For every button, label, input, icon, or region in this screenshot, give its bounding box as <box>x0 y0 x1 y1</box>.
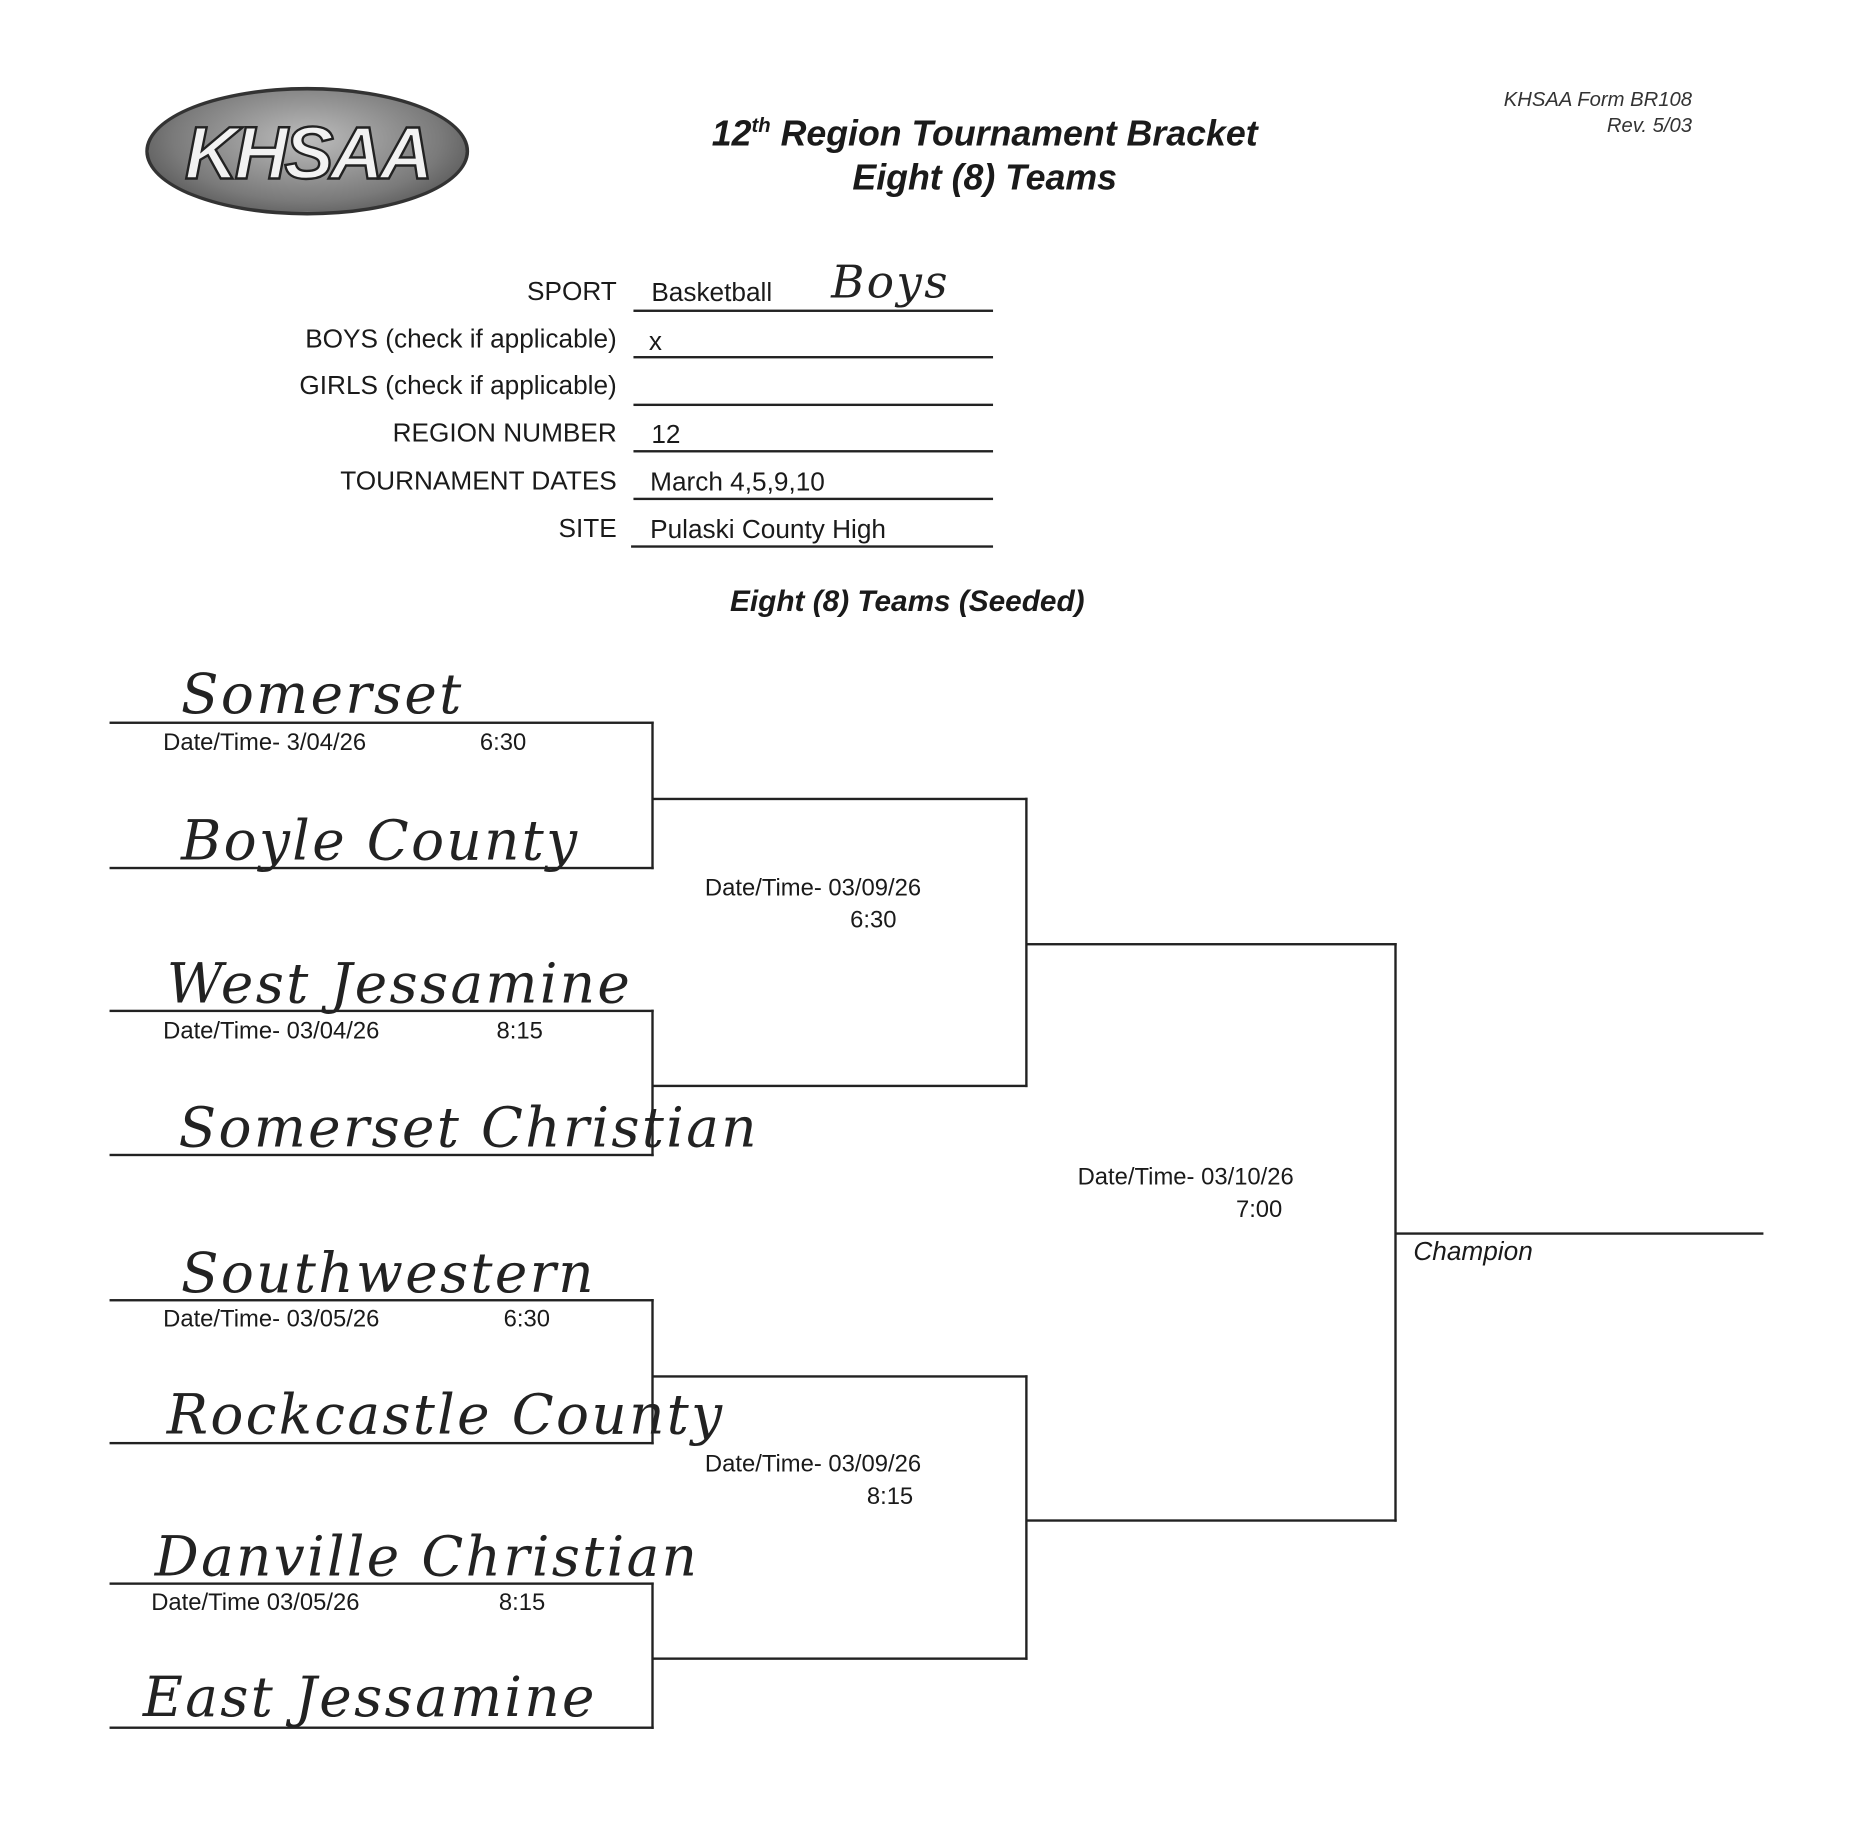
sport-handwritten: Boys <box>831 256 950 309</box>
game-date: Date/Time- 03/10/26 <box>1077 1164 1294 1191</box>
boys-underline <box>633 356 994 359</box>
form-revision: Rev. 5/03 <box>1606 114 1692 137</box>
sport-value: Basketball <box>651 277 773 308</box>
team-line <box>109 1441 654 1445</box>
semifinal-line <box>652 1657 1028 1660</box>
team-line <box>109 1582 654 1585</box>
game-date: Date/Time- 3/04/26 <box>163 729 367 757</box>
bracket-connector <box>651 1009 654 1157</box>
final-line <box>1026 1519 1397 1522</box>
boys-value: x <box>648 326 663 357</box>
game-time: 6:30 <box>503 1306 551 1333</box>
form-id: KHSAA Form BR108 <box>1503 88 1692 111</box>
site-value: Pulaski County High <box>650 514 887 545</box>
site-underline <box>631 545 994 548</box>
team-name: West Jessamine <box>166 951 633 1016</box>
boys-label: BOYS (check if applicable) <box>305 323 617 354</box>
semifinal-line <box>652 1375 1028 1378</box>
site-label: SITE <box>558 513 617 543</box>
dates-value: March 4,5,9,10 <box>650 466 825 497</box>
final-line <box>1026 943 1397 946</box>
game-date: Date/Time- 03/04/26 <box>163 1018 380 1045</box>
girls-underline <box>633 403 994 407</box>
region-underline <box>633 450 994 453</box>
dates-underline <box>633 497 994 501</box>
region-label: REGION NUMBER <box>392 417 617 448</box>
game-date: Date/Time- 03/05/26 <box>163 1306 380 1333</box>
team-name: Danville Christian <box>154 1524 700 1589</box>
sport-underline <box>633 309 994 312</box>
region-value: 12 <box>651 419 681 449</box>
bracket-heading: Eight (8) Teams (Seeded) <box>730 584 1085 618</box>
girls-label: GIRLS (check if applicable) <box>299 370 617 401</box>
bracket-connector <box>651 721 654 870</box>
game-date: Date/Time- 03/09/26 <box>704 875 922 902</box>
team-line <box>109 1726 654 1729</box>
champion-line <box>1395 1232 1764 1235</box>
khsaa-logo: KHSAA <box>145 86 470 216</box>
team-name: Somerset Christian <box>178 1095 759 1160</box>
bracket-connector <box>1025 797 1028 1088</box>
bracket-connector <box>651 1582 654 1729</box>
game-time: 8:15 <box>496 1018 543 1045</box>
semifinal-line <box>652 1084 1028 1088</box>
champion-label: Champion <box>1413 1235 1533 1266</box>
title-line-1: 12th Region Tournament Bracket <box>711 114 1258 154</box>
title-line-2: Eight (8) Teams <box>852 158 1118 198</box>
team-line <box>109 721 654 724</box>
team-line <box>109 1009 654 1013</box>
game-time: 8:15 <box>498 1589 546 1616</box>
team-line <box>109 1153 654 1157</box>
sport-label: SPORT <box>527 276 617 307</box>
team-name: Boyle County <box>180 808 580 873</box>
game-time: 6:30 <box>479 729 527 757</box>
dates-label: TOURNAMENT DATES <box>340 465 617 496</box>
game-date: Date/Time- 03/09/26 <box>704 1451 922 1478</box>
bracket-connector <box>651 1299 654 1445</box>
game-date: Date/Time 03/05/26 <box>151 1589 360 1616</box>
semifinal-line <box>652 797 1028 801</box>
team-name: Somerset <box>180 662 464 727</box>
game-time: 6:30 <box>850 907 897 934</box>
game-time: 7:00 <box>1235 1196 1283 1223</box>
team-line <box>109 1299 654 1302</box>
team-name: Southwestern <box>180 1240 596 1306</box>
bracket-connector <box>1025 1375 1028 1660</box>
team-line <box>109 866 654 870</box>
team-name: Rockcastle County <box>166 1382 725 1447</box>
team-name: East Jessamine <box>142 1664 597 1729</box>
game-time: 8:15 <box>866 1483 914 1510</box>
